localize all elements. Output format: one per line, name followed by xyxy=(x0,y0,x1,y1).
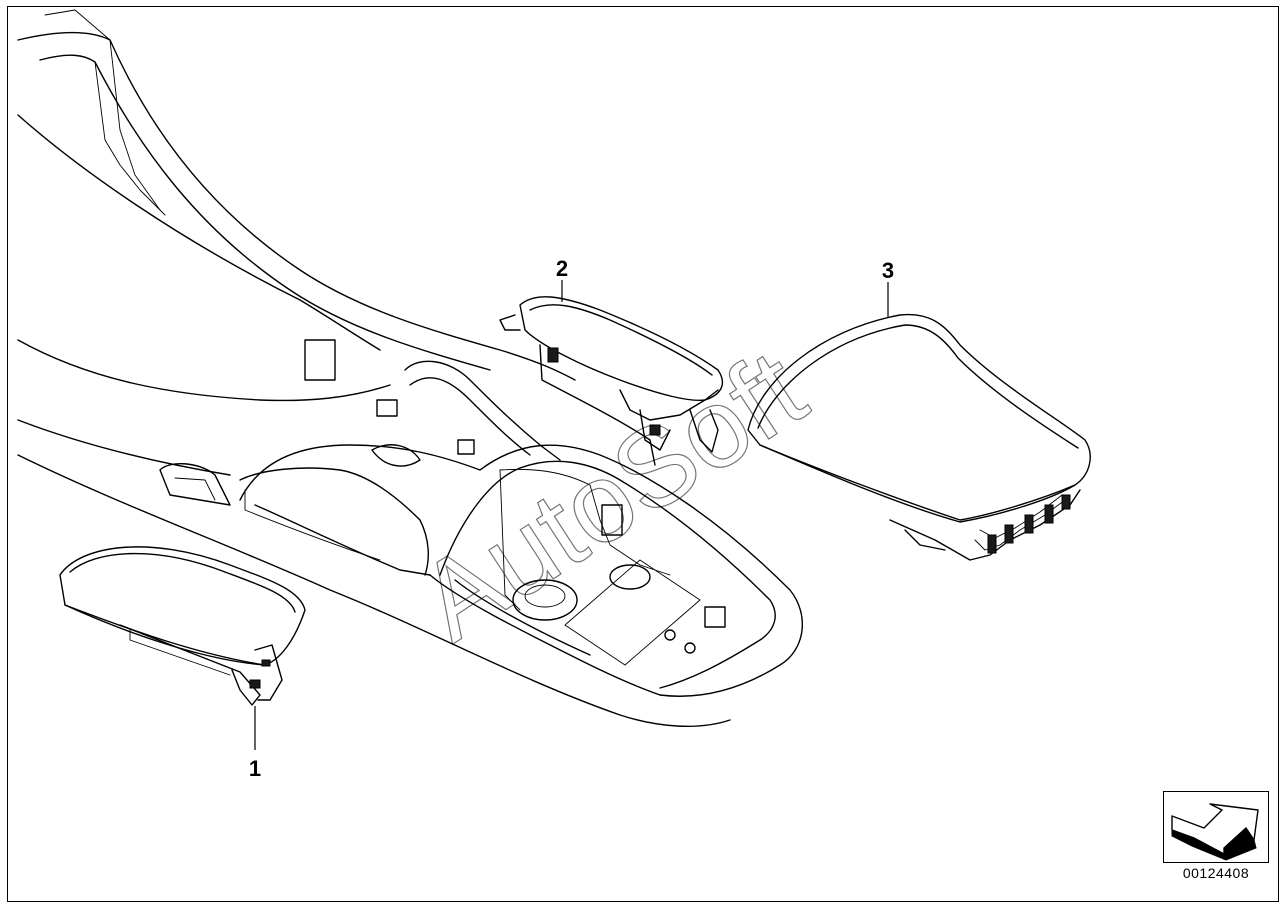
callout-label-2: 2 xyxy=(556,256,568,281)
diagram-number: 00124408 xyxy=(1182,865,1250,881)
part-3-armrest-cushion xyxy=(747,313,1091,561)
callout-3: 3 xyxy=(882,258,894,318)
callout-1: 1 xyxy=(249,706,261,781)
callout-label-1: 1 xyxy=(249,756,261,781)
callout-2: 2 xyxy=(556,256,568,302)
direction-arrow-box xyxy=(1163,791,1269,863)
center-console xyxy=(17,9,804,727)
callout-label-3: 3 xyxy=(882,258,894,283)
part-1-armrest-front xyxy=(59,546,306,706)
part-2-armrest-lid xyxy=(499,296,723,466)
direction-arrow-icon xyxy=(1171,803,1259,861)
